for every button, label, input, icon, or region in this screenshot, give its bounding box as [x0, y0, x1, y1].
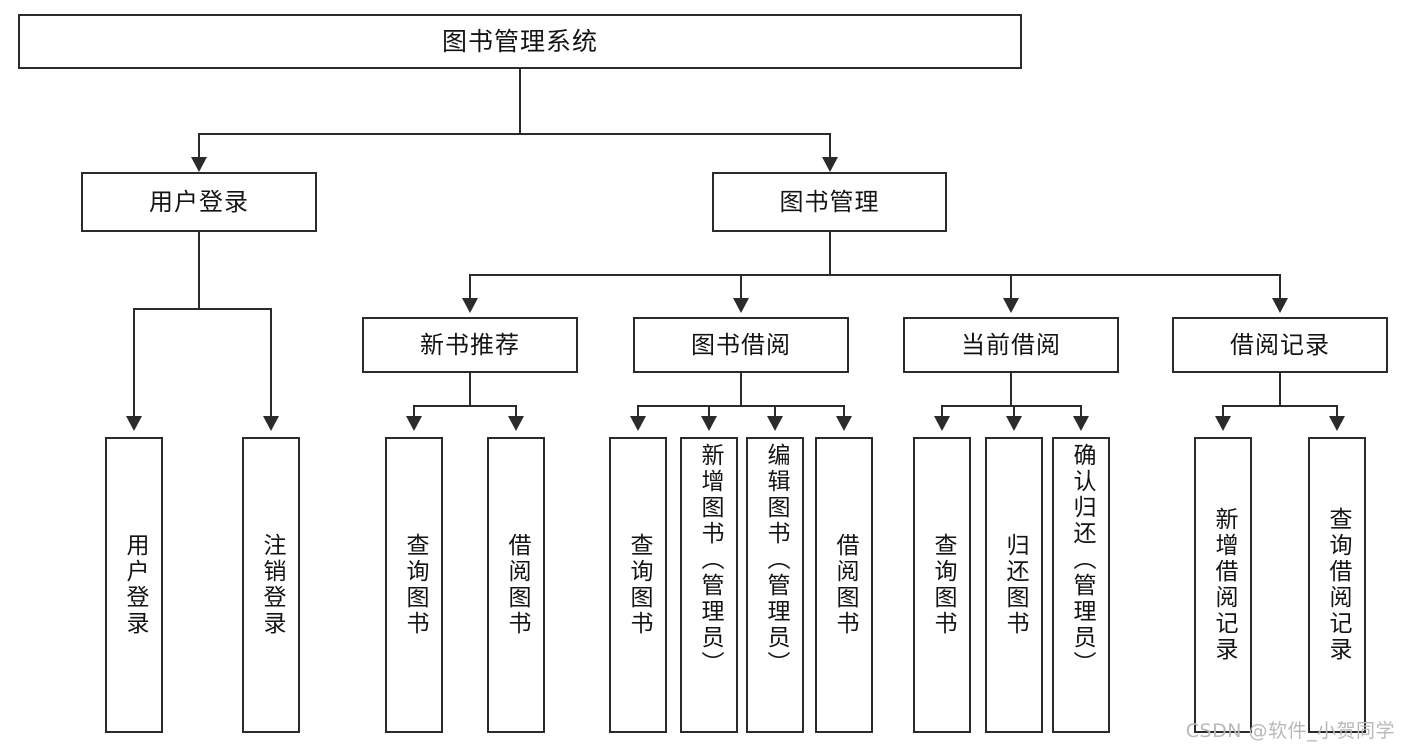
- leaf-confirm-return-admin[interactable]: 确认归还（管理员）: [1052, 437, 1110, 733]
- connector-book-management-bus: [469, 274, 1280, 276]
- arrowhead-leaf-query-book-new: [406, 416, 422, 431]
- connector-root-to-user-login: [198, 133, 200, 159]
- connector-user-login-to-leaf1: [133, 308, 135, 418]
- node-borrow-record[interactable]: 借阅记录: [1172, 317, 1388, 373]
- node-label: 新增借阅记录: [1210, 507, 1237, 663]
- arrowhead-leaf-user-logout: [263, 416, 279, 431]
- connector-book-borrow-bus: [637, 405, 844, 407]
- connector-user-login-to-leaf2: [270, 308, 272, 418]
- connector-user-login-stem: [198, 232, 200, 308]
- connector-cb-to-leaf3: [1080, 405, 1082, 418]
- arrowhead-borrow-record: [1272, 298, 1288, 313]
- connector-book-borrow-stem: [740, 373, 742, 405]
- leaf-borrow-book-new[interactable]: 借阅图书: [487, 437, 545, 733]
- node-label: 图书借阅: [691, 330, 791, 359]
- arrowhead-user-login: [191, 157, 207, 172]
- arrowhead-leaf-query-borrow-record: [1329, 416, 1345, 431]
- node-label: 确认归还（管理员）: [1068, 443, 1095, 677]
- node-label: 注销登录: [258, 533, 285, 637]
- node-label: 查询图书: [625, 533, 652, 637]
- node-label: 查询借阅记录: [1324, 507, 1351, 663]
- arrowhead-leaf-borrow-book: [836, 416, 852, 431]
- node-user-login[interactable]: 用户登录: [81, 172, 317, 232]
- node-label: 用户登录: [121, 533, 148, 637]
- connector-nb-to-leaf2: [515, 405, 517, 418]
- connector-cb-to-leaf2: [1013, 405, 1015, 418]
- connector-root-bus: [198, 133, 830, 135]
- arrowhead-book-management: [822, 157, 838, 172]
- arrowhead-leaf-user-login: [126, 416, 142, 431]
- node-label: 归还图书: [1001, 533, 1028, 637]
- node-label: 新增图书（管理员）: [696, 443, 723, 677]
- arrowhead-new-book-recommend: [462, 298, 478, 313]
- connector-bb-to-leaf1: [637, 405, 639, 418]
- connector-user-login-bus: [133, 308, 272, 310]
- node-label: 用户登录: [149, 187, 249, 216]
- connector-br-to-leaf1: [1222, 405, 1224, 418]
- connector-bb-to-leaf2: [708, 405, 710, 418]
- leaf-query-book-borrow[interactable]: 查询图书: [609, 437, 667, 733]
- leaf-add-book-admin[interactable]: 新增图书（管理员）: [680, 437, 738, 733]
- connector-bm-to-current-borrow: [1010, 274, 1012, 300]
- connector-new-book-bus: [413, 405, 516, 407]
- node-current-borrow[interactable]: 当前借阅: [903, 317, 1119, 373]
- arrowhead-leaf-add-borrow-record: [1215, 416, 1231, 431]
- arrowhead-leaf-return-book: [1006, 416, 1022, 431]
- node-label: 借阅记录: [1230, 330, 1330, 359]
- arrowhead-leaf-borrow-book-new: [508, 416, 524, 431]
- connector-borrow-record-bus: [1222, 405, 1337, 407]
- node-label: 借阅图书: [831, 533, 858, 637]
- node-book-management[interactable]: 图书管理: [712, 172, 947, 232]
- arrowhead-leaf-confirm-return: [1073, 416, 1089, 431]
- connector-bm-to-new-book: [469, 274, 471, 300]
- node-label: 新书推荐: [420, 330, 520, 359]
- connector-root-stem: [519, 69, 521, 133]
- connector-new-book-stem: [469, 373, 471, 405]
- node-root-system[interactable]: 图书管理系统: [18, 14, 1022, 69]
- arrowhead-current-borrow: [1003, 298, 1019, 313]
- connector-nb-to-leaf1: [413, 405, 415, 418]
- node-label: 图书管理: [779, 187, 880, 216]
- arrowhead-book-borrow: [733, 298, 749, 313]
- arrowhead-leaf-edit-book-admin: [767, 416, 783, 431]
- leaf-borrow-book[interactable]: 借阅图书: [815, 437, 873, 733]
- node-label: 当前借阅: [961, 330, 1061, 359]
- leaf-return-book[interactable]: 归还图书: [985, 437, 1043, 733]
- node-label: 查询图书: [929, 533, 956, 637]
- connector-borrow-record-stem: [1279, 373, 1281, 405]
- arrowhead-leaf-query-book-borrow: [630, 416, 646, 431]
- arrowhead-leaf-add-book-admin: [701, 416, 717, 431]
- leaf-query-book-new[interactable]: 查询图书: [385, 437, 443, 733]
- connector-current-borrow-stem: [1010, 373, 1012, 405]
- leaf-user-logout[interactable]: 注销登录: [242, 437, 300, 733]
- node-label: 查询图书: [401, 533, 428, 637]
- leaf-user-login[interactable]: 用户登录: [105, 437, 163, 733]
- connector-cb-to-leaf1: [941, 405, 943, 418]
- leaf-add-borrow-record[interactable]: 新增借阅记录: [1194, 437, 1252, 733]
- connector-book-management-stem: [829, 232, 831, 274]
- leaf-edit-book-admin[interactable]: 编辑图书（管理员）: [746, 437, 804, 733]
- node-book-borrow[interactable]: 图书借阅: [633, 317, 849, 373]
- connector-br-to-leaf2: [1336, 405, 1338, 418]
- leaf-query-book-current[interactable]: 查询图书: [913, 437, 971, 733]
- connector-current-borrow-bus: [941, 405, 1080, 407]
- arrowhead-leaf-query-book-current: [934, 416, 950, 431]
- node-label: 借阅图书: [503, 533, 530, 637]
- connector-bb-to-leaf4: [843, 405, 845, 418]
- node-label: 编辑图书（管理员）: [762, 443, 789, 677]
- watermark-text: CSDN @软件_小贺同学: [1185, 720, 1395, 742]
- connector-root-to-book-management: [829, 133, 831, 159]
- node-new-book-recommend[interactable]: 新书推荐: [362, 317, 578, 373]
- connector-bm-to-borrow-record: [1279, 274, 1281, 300]
- leaf-query-borrow-record[interactable]: 查询借阅记录: [1308, 437, 1366, 733]
- connector-bb-to-leaf3: [774, 405, 776, 418]
- connector-bm-to-book-borrow: [740, 274, 742, 300]
- node-label: 图书管理系统: [441, 26, 598, 56]
